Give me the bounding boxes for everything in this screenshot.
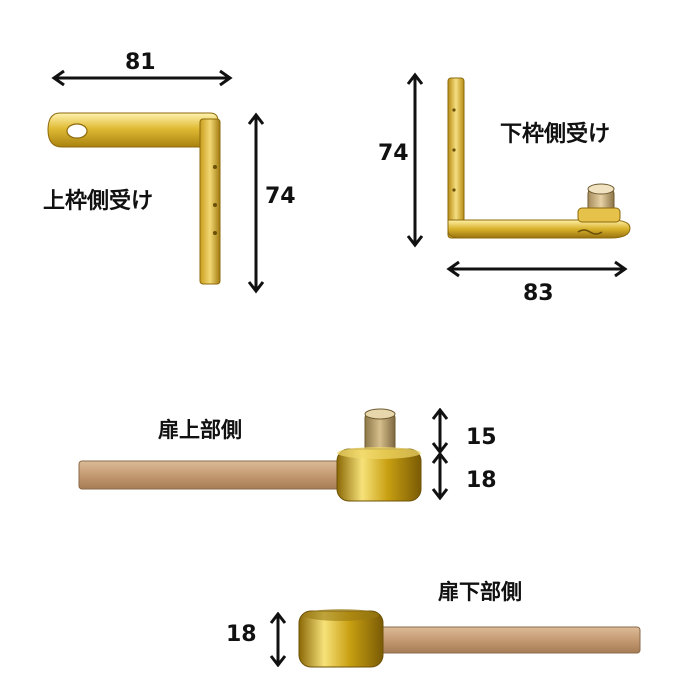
upper-width-arrow — [51, 69, 233, 87]
bottom-collar-arrow — [269, 612, 287, 667]
lower-height-arrow — [406, 72, 424, 248]
upper-frame-bracket-image — [47, 112, 221, 285]
door-top-label: 扉上部側 — [158, 418, 242, 442]
top-pin-label: 15 — [466, 425, 497, 450]
upper-height-label: 74 — [265, 184, 296, 209]
bottom-collar-label: 18 — [226, 622, 257, 647]
lower-height-label: 74 — [378, 141, 409, 166]
lower-frame-bracket-image — [447, 77, 631, 239]
upper-width-label: 81 — [125, 50, 156, 75]
door-bottom-label: 扉下部側 — [438, 580, 522, 604]
door-top-pivot-image — [78, 408, 422, 502]
top-collar-arrow — [431, 452, 449, 500]
door-bottom-pivot-image — [298, 609, 641, 668]
lower-width-label: 83 — [523, 281, 554, 306]
upper-frame-label: 上枠側受け — [43, 189, 154, 214]
top-collar-label: 18 — [466, 468, 497, 493]
upper-height-arrow — [247, 112, 265, 294]
lower-width-arrow — [446, 260, 628, 278]
lower-frame-label: 下枠側受け — [500, 122, 611, 147]
top-pin-arrow — [431, 408, 449, 454]
